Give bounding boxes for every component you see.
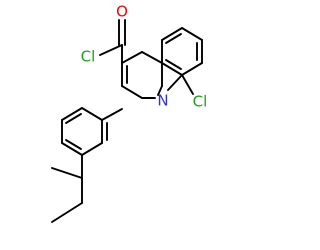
bond-c8b-c8a [161,62,183,76]
skeleton-bonds [51,19,203,223]
acyl-chlorine-label: Cl [81,48,96,66]
bond-n-c8a [157,85,163,96]
bond-c2-phenyl [101,108,123,121]
bond-c4a-c4a-up [141,51,163,64]
bond-c8b-c8a-inner [165,59,182,70]
bond-ph-3-inner [65,139,82,150]
bond-ph-5-inner [65,113,82,124]
bond-ph-3 [61,142,83,156]
molecule-structure-diagram: O Cl Cl N [51,3,208,223]
bond-c8b-n [167,74,183,91]
bond-c4-c4a [121,51,143,64]
bond-c8-c8b [181,62,203,76]
bond-ch2-ch3 [51,202,83,223]
atom-labels: O Cl Cl N [81,3,208,111]
bond-c8b-cl [181,74,194,95]
oxygen-label: O [116,3,128,21]
bond-ph-5 [61,107,83,121]
bond-c3-c2 [121,85,143,99]
ring-chlorine-label: Cl [193,93,208,111]
bond-ph-6 [81,107,103,121]
bond-carbonyl-c-cl [99,44,123,56]
bond-c5-c6-inner [165,33,182,44]
bond-ph-2 [81,142,103,156]
bond-c5-c6 [161,27,183,41]
bond-c6-c7 [181,27,203,41]
bond-ch-methyl [51,167,83,179]
nitrogen-label: N [157,92,168,110]
